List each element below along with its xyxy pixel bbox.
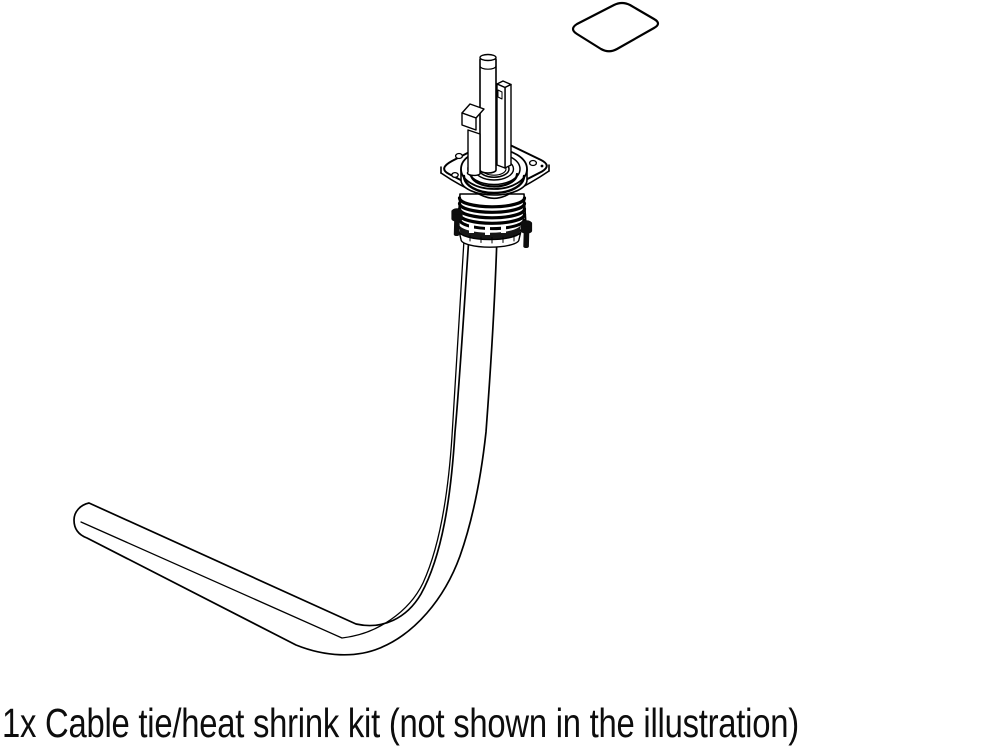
locking-collar: [458, 224, 522, 248]
sensor-pin: [479, 53, 497, 174]
sensor-stem: [461, 53, 512, 177]
flange-hole: [528, 159, 538, 167]
sensor-blade: [496, 80, 512, 169]
mounting-screw-right: [520, 220, 533, 249]
gasket-pad: [571, 1, 660, 53]
flange-hole: [454, 152, 464, 160]
cable-seam-line: [80, 239, 465, 639]
sensor-pawl: [461, 103, 485, 177]
transducer-cable: [73, 235, 498, 656]
mounting-screw-left: [451, 208, 463, 237]
threaded-stem: [457, 193, 527, 236]
flange-hole: [451, 171, 459, 179]
parts-illustration: [73, 1, 660, 656]
caption-text: 1x Cable tie/heat shrink kit (not shown …: [2, 700, 799, 746]
flange-mark: [540, 164, 544, 168]
